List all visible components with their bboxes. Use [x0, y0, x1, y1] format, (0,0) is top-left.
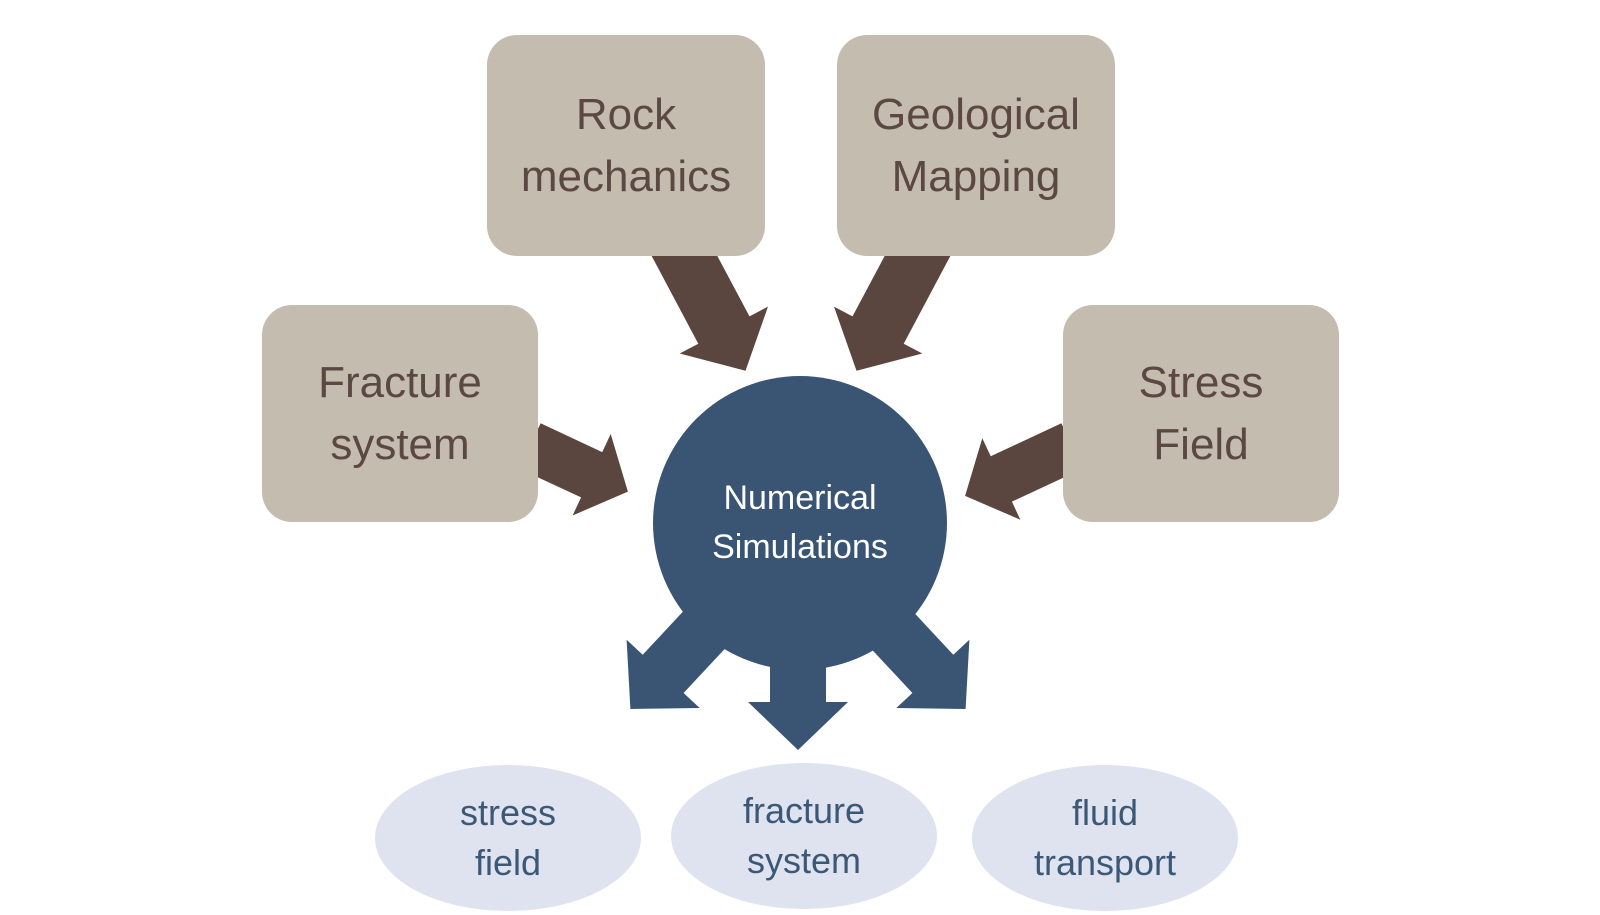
node-fracture-system: Fracture system	[262, 305, 538, 522]
node-numerical-simulations-label: Numerical Simulations	[712, 478, 888, 566]
node-fracture-system-label: Fracture system	[318, 357, 482, 469]
node-geological-mapping-label: Geological Mapping	[872, 89, 1080, 201]
node-rock-mechanics-label: Rock mechanics	[520, 89, 732, 201]
node-output-fluid-transport: fluid transport	[972, 765, 1238, 911]
node-output-fluid-transport-label: fluid transport	[1033, 791, 1177, 883]
arrow-rock-mechanics-to-center-icon	[650, 226, 768, 371]
arrow-fracture-system-to-center-icon	[519, 423, 628, 516]
node-output-fracture-system: fracture system	[671, 763, 937, 909]
arrow-stress-field-to-center-icon	[965, 423, 1083, 520]
node-output-stress-field: stress field	[375, 765, 641, 911]
node-stress-field: Stress Field	[1063, 305, 1339, 522]
node-geological-mapping: Geological Mapping	[837, 35, 1115, 256]
node-stress-field-label: Stress Field	[1138, 357, 1264, 469]
node-output-stress-field-label: stress field	[459, 791, 556, 883]
node-numerical-simulations: Numerical Simulations	[653, 376, 947, 670]
node-rock-mechanics: Rock mechanics	[487, 35, 765, 256]
arrow-geological-mapping-to-center-icon	[834, 226, 952, 371]
node-output-fracture-system-label: fracture system	[742, 789, 866, 881]
